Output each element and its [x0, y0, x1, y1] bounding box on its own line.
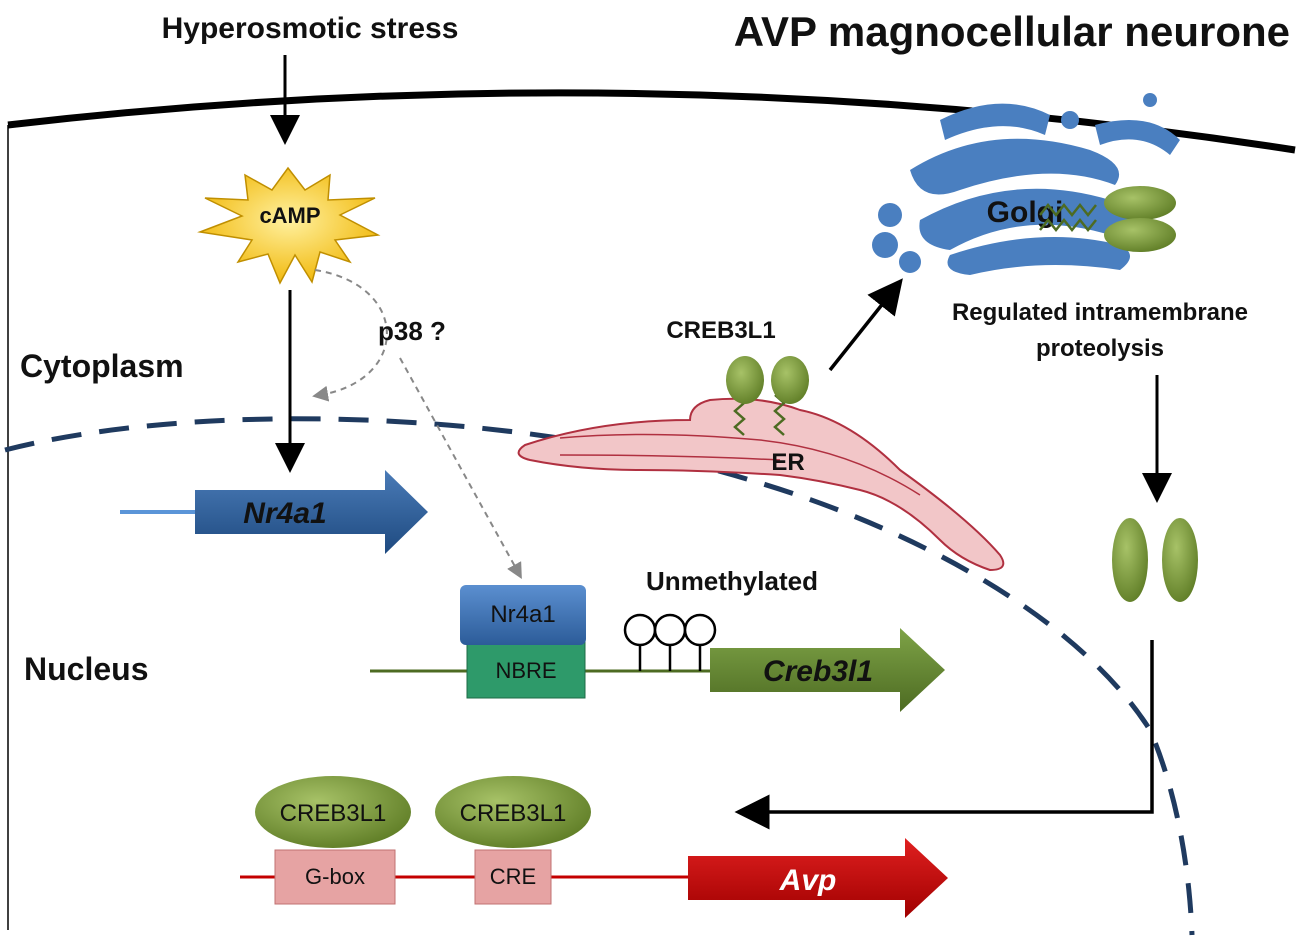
- er-creb3l1-label: CREB3L1: [666, 317, 775, 344]
- er-creb3l1-protein: [726, 356, 809, 436]
- cre-box: [474, 849, 552, 905]
- cre-creb3l1-factor: [435, 776, 591, 848]
- methylation-label: Unmethylated: [646, 566, 818, 596]
- nuclear-envelope: [4, 416, 1195, 936]
- nr4a1-protein-box: [460, 585, 586, 645]
- gbox-creb3l1-label: CREB3L1: [280, 800, 387, 827]
- cpg-lollipops: [623, 613, 717, 671]
- nr4a1-gene-label: Nr4a1: [243, 497, 326, 530]
- avp-gene-label: Avp: [779, 864, 837, 897]
- gbox-label: G-box: [305, 864, 365, 889]
- avp-gene-arrow: [688, 838, 948, 918]
- golgi-creb3l1-protein: [1039, 186, 1176, 252]
- camp-label: cAMP: [259, 203, 320, 228]
- creb3l1-gene-arrow: [710, 628, 945, 712]
- cre-creb3l1-label: CREB3L1: [460, 800, 567, 827]
- gbox-box: [274, 849, 396, 905]
- creb3l1-gene-label: Creb3l1: [763, 655, 873, 688]
- nucleus-label: Nucleus: [24, 651, 148, 687]
- p38-feedback-arrow: [312, 269, 388, 402]
- camp-burst-shape: [197, 166, 381, 285]
- er-to-golgi-arrow: [828, 278, 903, 372]
- proteolysis-label-line1: Regulated intramembrane: [952, 299, 1248, 326]
- cre-label: CRE: [490, 864, 536, 889]
- golgi-apparatus: [872, 93, 1180, 275]
- endoplasmic-reticulum: [517, 397, 1005, 572]
- nbre-label: NBRE: [495, 658, 556, 683]
- diagram-title: AVP magnocellular neurone: [734, 8, 1290, 55]
- proteolysis-label-line2: proteolysis: [1036, 335, 1164, 362]
- stimulus-label: Hyperosmotic stress: [162, 12, 459, 45]
- p38-to-nr4a1-protein-arrow: [399, 357, 522, 580]
- p38-label: p38 ?: [378, 316, 446, 346]
- nuclear-import-arrow: [734, 640, 1154, 830]
- gbox-creb3l1-factor: [255, 776, 411, 848]
- cytoplasm-label: Cytoplasm: [20, 348, 184, 384]
- nr4a1-gene-arrow: [195, 470, 428, 554]
- nbre-box: [466, 641, 586, 699]
- er-label: ER: [771, 449, 804, 476]
- cleaved-creb3l1-fragments: [1112, 518, 1198, 602]
- nr4a1-protein-label: Nr4a1: [490, 601, 555, 628]
